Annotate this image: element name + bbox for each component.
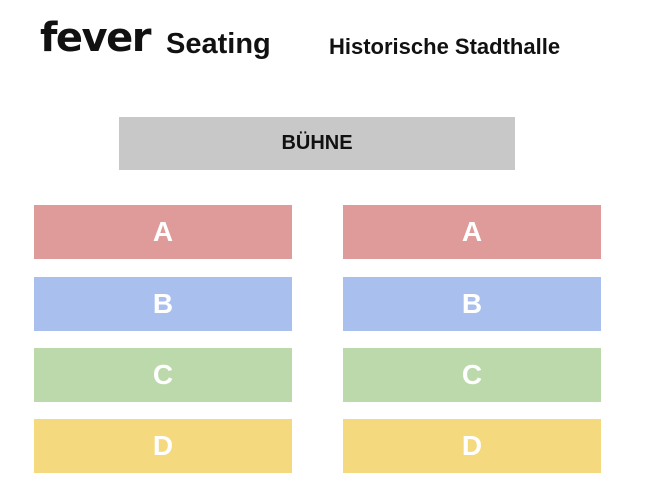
section-b-left[interactable]: B — [34, 277, 292, 331]
stage: BÜHNE — [119, 117, 515, 170]
section-d-right[interactable]: D — [343, 419, 601, 473]
fever-logo: fever — [40, 15, 151, 61]
section-d-left[interactable]: D — [34, 419, 292, 473]
section-a-right[interactable]: A — [343, 205, 601, 259]
section-b-right[interactable]: B — [343, 277, 601, 331]
section-c-right[interactable]: C — [343, 348, 601, 402]
venue-title: Historische Stadthalle — [329, 34, 561, 59]
section-c-left[interactable]: C — [34, 348, 292, 402]
section-a-left[interactable]: A — [34, 205, 292, 259]
product-title: Seating — [166, 28, 271, 60]
header: fever Seating Historische Stadthalle — [0, 0, 652, 90]
